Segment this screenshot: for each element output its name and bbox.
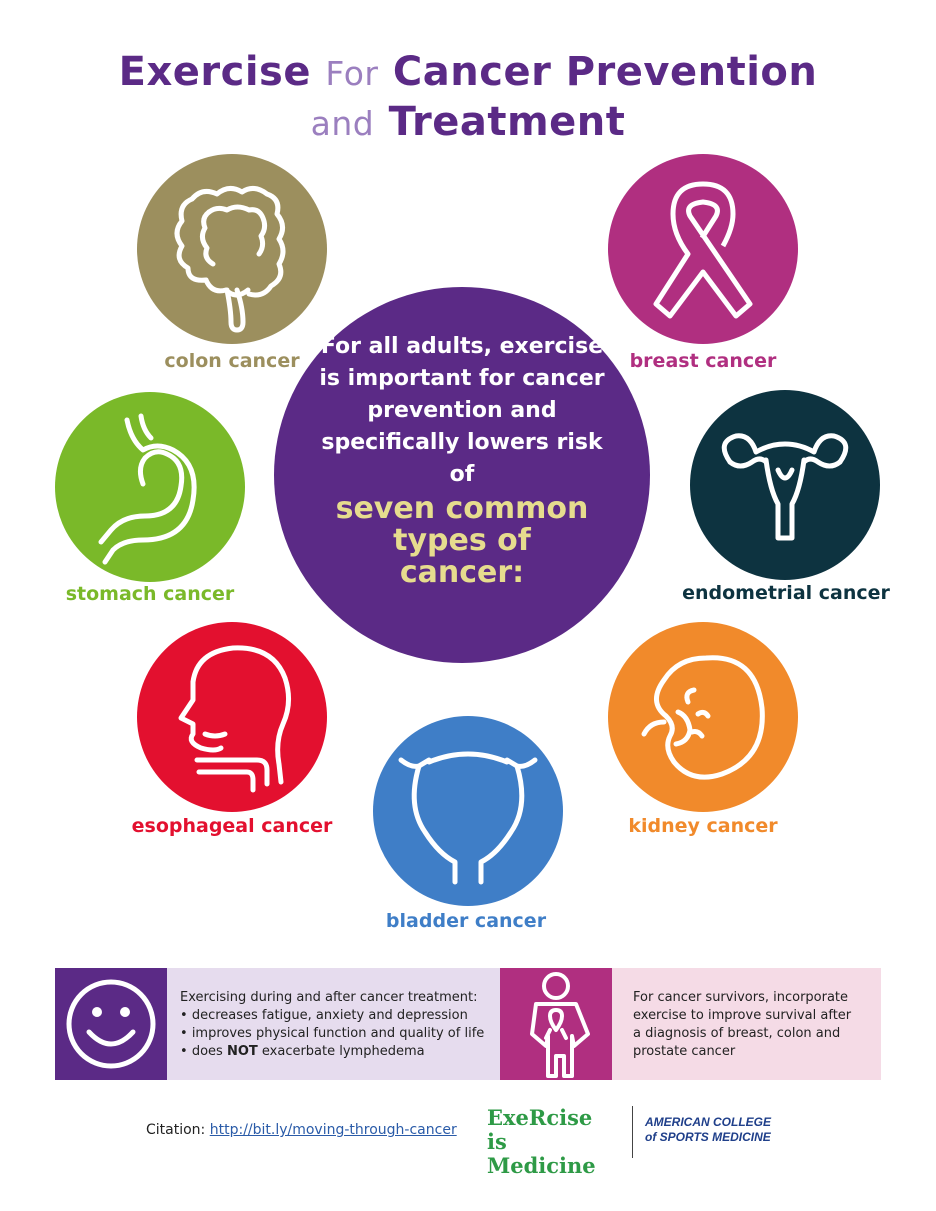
eim-logo-line1: ExeRcise bbox=[487, 1105, 593, 1130]
logo-divider bbox=[632, 1106, 633, 1158]
center-text-intro: For all adults, exercise is important fo… bbox=[319, 334, 605, 487]
colon-cancer-label: colon cancer bbox=[164, 350, 300, 372]
colon-icon bbox=[174, 186, 286, 333]
benefit-item: decreases fatigue, anxiety and depressio… bbox=[180, 1007, 500, 1025]
ribbon-icon bbox=[653, 181, 753, 319]
benefit-text-post: exacerbate lymphedema bbox=[261, 1044, 425, 1059]
kidney-circle bbox=[608, 622, 798, 812]
bladder-cancer-label: bladder cancer bbox=[385, 910, 547, 932]
page-title: Exercise For Cancer Prevention and Treat… bbox=[0, 48, 936, 148]
title-word-exercise: Exercise bbox=[118, 49, 311, 95]
eim-logo-line2: is Medicine bbox=[487, 1129, 596, 1178]
stomach-circle bbox=[55, 392, 245, 582]
benefit-text-pre: does bbox=[191, 1044, 223, 1059]
uterus-icon bbox=[721, 433, 849, 541]
kidney-icon bbox=[641, 655, 765, 780]
exercise-is-medicine-logo: ExeRcise is Medicine bbox=[487, 1106, 622, 1178]
citation-link[interactable]: http://bit.ly/moving-through-cancer bbox=[209, 1122, 457, 1138]
acsm-logo-line1: AMERICAN COLLEGE bbox=[645, 1115, 771, 1129]
breast-cancer-label: breast cancer bbox=[629, 350, 777, 372]
esophageal-circle bbox=[137, 622, 327, 812]
endometrial-circle bbox=[690, 390, 880, 580]
title-word-for: For bbox=[325, 54, 379, 93]
title-word-and: and bbox=[310, 104, 375, 143]
smiley-icon bbox=[66, 979, 156, 1069]
bladder-icon bbox=[398, 751, 538, 885]
benefit-item-lymphedema: does NOT exacerbate lymphedema bbox=[180, 1043, 500, 1061]
stomach-icon bbox=[98, 413, 197, 565]
survivor-box bbox=[500, 968, 612, 1080]
survivors-text: For cancer survivors, incorporate exerci… bbox=[633, 990, 852, 1059]
center-circle bbox=[274, 287, 650, 663]
stomach-cancer-label: stomach cancer bbox=[65, 583, 235, 605]
title-word-treatment: Treatment bbox=[388, 99, 626, 145]
kidney-cancer-label: kidney cancer bbox=[628, 815, 778, 837]
smiley-box bbox=[55, 968, 167, 1080]
colon-circle bbox=[137, 154, 327, 344]
acsm-logo-line2: of SPORTS MEDICINE bbox=[645, 1130, 771, 1144]
endometrial-cancer-label: endometrial cancer bbox=[682, 582, 890, 604]
benefit-item: improves physical function and quality o… bbox=[180, 1025, 500, 1043]
citation: Citation: http://bit.ly/moving-through-c… bbox=[146, 1122, 457, 1138]
esophageal-cancer-label: esophageal cancer bbox=[131, 815, 333, 837]
breast-circle bbox=[608, 154, 798, 344]
survivor-icon bbox=[530, 972, 590, 1078]
treatment-benefits-intro: Exercising during and after cancer treat… bbox=[180, 990, 478, 1005]
title-words-cancer-prevention: Cancer Prevention bbox=[392, 49, 818, 95]
center-message: For all adults, exercise is important fo… bbox=[274, 287, 650, 663]
bladder-circle bbox=[373, 716, 563, 906]
benefit-text-bold: NOT bbox=[226, 1044, 258, 1059]
treatment-benefits-list: decreases fatigue, anxiety and depressio… bbox=[180, 1007, 500, 1061]
acsm-logo: AMERICAN COLLEGE of SPORTS MEDICINE bbox=[645, 1115, 805, 1145]
center-text-highlight: seven common types of cancer: bbox=[335, 491, 589, 590]
head-throat-icon bbox=[178, 645, 291, 793]
treatment-benefits-text: Exercising during and after cancer treat… bbox=[180, 989, 500, 1061]
citation-label: Citation: bbox=[146, 1122, 206, 1138]
